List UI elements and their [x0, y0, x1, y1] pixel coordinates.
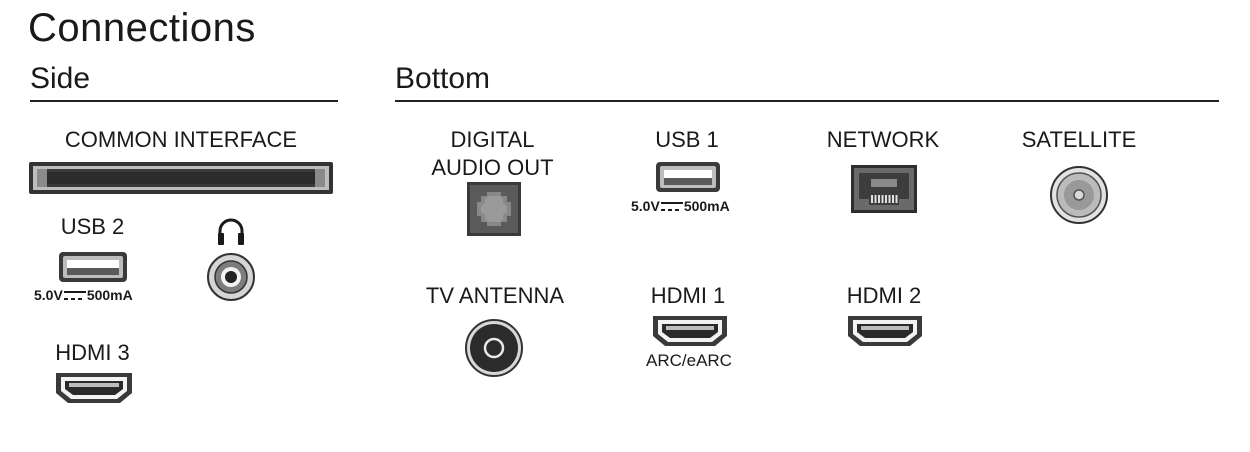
dc-symbol-icon	[63, 291, 86, 302]
f-connector-icon	[1049, 165, 1109, 225]
usb1-label: USB 1	[655, 127, 719, 152]
usb2-voltage: 5.0V	[34, 287, 63, 303]
hdmi-port-icon	[53, 371, 135, 405]
hdmi1-label: HDMI 1	[650, 283, 726, 308]
usb1-spec: 5.0V 500mA	[631, 198, 730, 214]
optical-port-icon	[467, 182, 521, 236]
side-section-title: Side	[30, 62, 91, 95]
hdmi1-sublabel: ARC/eARC	[646, 351, 732, 370]
hdmi-port-icon	[845, 314, 925, 348]
page-title: Connections	[28, 6, 256, 50]
side-section-rule	[30, 100, 338, 102]
tv-antenna-label: TV ANTENNA	[425, 283, 565, 308]
usb1-current: 500mA	[683, 198, 730, 214]
hdmi-port-icon	[650, 314, 730, 348]
headphone-icon	[216, 218, 246, 246]
digital-audio-out-label-2: AUDIO OUT	[431, 155, 554, 180]
hdmi3-label: HDMI 3	[55, 340, 130, 365]
satellite-label: SATELLITE	[1021, 127, 1137, 152]
audio-jack-icon	[206, 252, 256, 302]
usb2-spec: 5.0V 500mA	[34, 287, 133, 303]
usb1-voltage: 5.0V	[631, 198, 660, 214]
usb2-label: USB 2	[60, 214, 125, 239]
antenna-port-icon	[464, 318, 524, 378]
usb2-current: 500mA	[86, 287, 133, 303]
dc-symbol-icon	[660, 202, 683, 213]
usb-port-icon	[656, 162, 720, 192]
ci-slot-icon	[29, 162, 333, 194]
bottom-section-title: Bottom	[395, 62, 491, 95]
usb-port-icon	[59, 252, 127, 282]
hdmi2-label: HDMI 2	[846, 283, 922, 308]
digital-audio-out-label-1: DIGITAL	[450, 127, 535, 152]
common-interface-label: COMMON INTERFACE	[64, 127, 298, 152]
network-label: NETWORK	[826, 127, 940, 152]
ethernet-port-icon	[851, 165, 917, 213]
bottom-section-rule	[395, 100, 1219, 102]
